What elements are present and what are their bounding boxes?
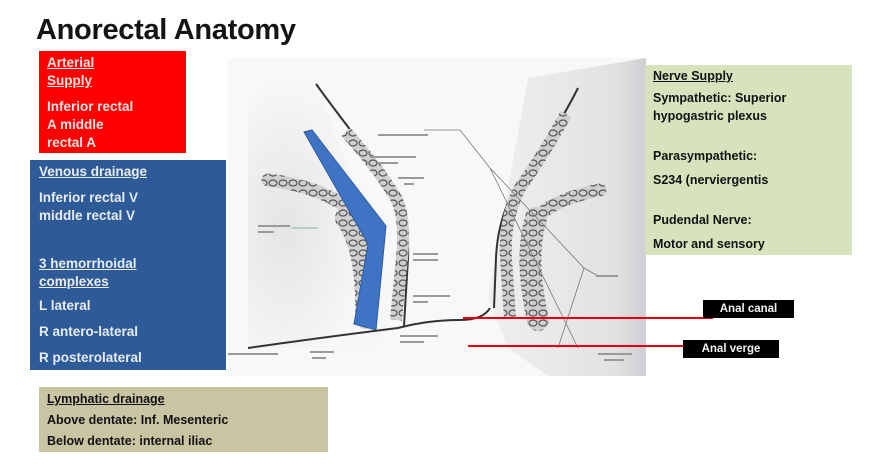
arterial-supply-heading-1: Arterial xyxy=(47,55,95,70)
parasympathetic-label: Parasympathetic: xyxy=(653,149,758,163)
sympathetic-line-1: Sympathetic: Superior xyxy=(653,91,787,105)
arterial-supply-heading-2: Supply xyxy=(47,73,93,88)
pudendal-value: Motor and sensory xyxy=(653,237,765,251)
arterial-line: A middle xyxy=(47,117,104,132)
arterial-line: Inferior rectal xyxy=(47,99,134,114)
sympathetic-line-2: hypogastric plexus xyxy=(653,109,767,123)
hemorrhoidal-heading-1: 3 hemorrhoidal xyxy=(39,256,137,271)
hemorrhoidal-heading-2: complexes xyxy=(39,274,109,289)
slide-title: Anorectal Anatomy xyxy=(36,14,296,46)
anal-verge-label: Anal verge xyxy=(683,340,779,358)
parasympathetic-value: S234 (nerviergentis xyxy=(653,173,769,187)
hemorrhoidal-complex: L lateral xyxy=(39,298,91,313)
arterial-line: rectal A xyxy=(47,135,97,150)
lymphatic-heading: Lymphatic drainage xyxy=(47,392,165,406)
anorectal-diagram xyxy=(228,58,646,376)
venous-drainage-box: Venous drainage Inferior rectal V middle… xyxy=(30,160,226,370)
anal-verge-pointer-line xyxy=(468,345,684,347)
pudendal-label: Pudendal Nerve: xyxy=(653,213,752,227)
venous-line: middle rectal V xyxy=(39,208,136,223)
nerve-supply-box: Nerve Supply Sympathetic: Superior hypog… xyxy=(645,65,852,255)
lymphatic-drainage-box: Lymphatic drainage Above dentate: Inf. M… xyxy=(39,387,328,452)
hemorrhoidal-complex: R antero-lateral xyxy=(39,324,139,339)
arterial-supply-box: Arterial Supply Inferior rectal A middle… xyxy=(39,51,186,153)
hemorrhoidal-complex: R posterolateral xyxy=(39,350,142,365)
nerve-supply-heading: Nerve Supply xyxy=(653,69,733,83)
venous-line: Inferior rectal V xyxy=(39,190,139,205)
venous-drainage-heading: Venous drainage xyxy=(39,164,148,179)
lymphatic-line: Below dentate: internal iliac xyxy=(47,434,213,448)
lymphatic-line: Above dentate: Inf. Mesenteric xyxy=(47,413,229,427)
anal-canal-pointer-line xyxy=(463,317,713,319)
anal-canal-label: Anal canal xyxy=(703,300,794,318)
